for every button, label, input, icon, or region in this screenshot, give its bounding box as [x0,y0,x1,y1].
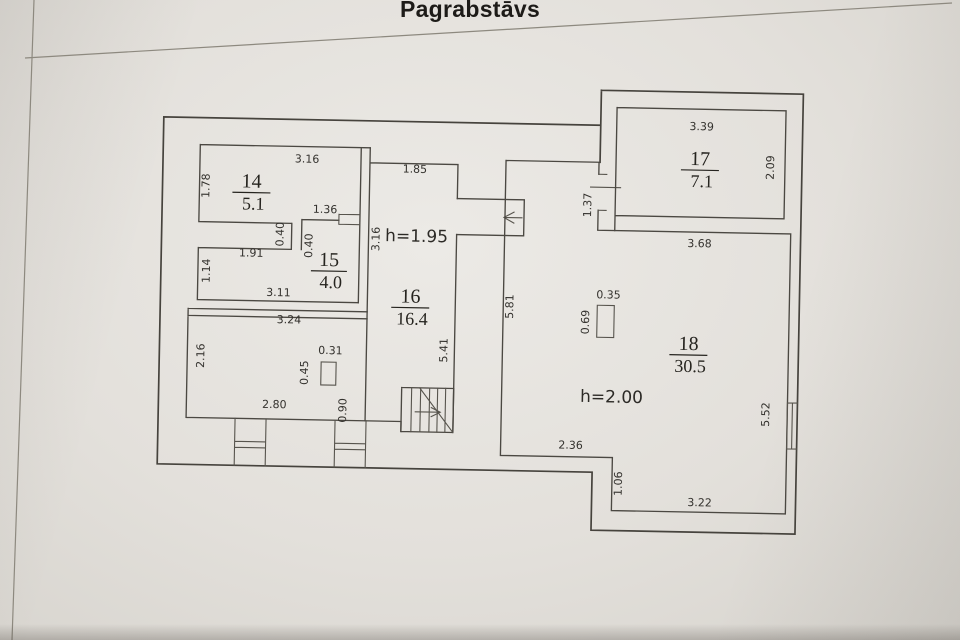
dim-room14-depth: 1.78 [199,173,212,198]
staircase-treads [410,387,454,434]
room16-height: h=1.95 [385,226,448,247]
dim-utility-bottom: 2.80 [262,398,287,411]
room-labels: 14 5.1 15 4.0 h=1.95 16 16.4 17 7.1 18 3… [232,148,719,408]
room17-area: 7.1 [690,171,713,191]
room18-walls [499,159,792,515]
room18-area: 30.5 [674,356,706,377]
dim-room14-jog-a: 0.40 [273,222,286,247]
dim-room16-width: 1.85 [403,162,428,175]
dim-room14-width: 3.16 [295,152,320,165]
floorplan-drawing: 14 5.1 15 4.0 h=1.95 16 16.4 17 7.1 18 3… [156,89,805,535]
utility-walls [185,307,402,433]
dim-pillar2-width: 0.35 [596,288,621,301]
room16-area: 16.4 [396,308,428,329]
dim-pillar1-width: 0.31 [318,344,343,357]
room17-number: 17 [690,148,710,170]
dimension-labels: 3.16 1.78 1.36 0.40 0.40 1.91 1.14 3.11 … [194,120,777,509]
dim-room14-door: 1.36 [313,203,338,216]
dim-room18-step-b: 1.06 [612,471,625,496]
dim-room18-top: 3.68 [687,237,712,250]
dim-room17-depth: 2.09 [764,155,777,180]
dim-utility-depth: 2.16 [194,343,207,368]
dim-room18-right: 5.52 [759,402,772,427]
dim-room18-bottom: 3.22 [687,496,712,509]
room14-fraction-line [232,191,271,194]
dim-room16-right: 5.41 [437,338,450,363]
dim-room18-step-a: 2.36 [558,439,583,452]
room18-pillar [596,304,615,339]
dim-room17-door: 1.37 [581,193,594,218]
stair-direction-arrow-icon [414,406,442,418]
room15-area: 4.0 [319,272,342,292]
room16-fraction-line [391,306,430,309]
utility-pillar [320,361,337,386]
dim-room15-depth: 1.14 [200,258,213,283]
dim-corridor-wall: 5.81 [503,294,516,319]
room18-fraction-line [669,354,708,356]
room17-walls [614,106,787,232]
room17-fraction-line [680,169,719,172]
room16-number: 16 [400,285,420,307]
page-frame-left-line [11,0,35,640]
page-frame-top-line [24,2,953,59]
dim-pillar2-height: 0.69 [579,310,592,335]
dim-window-well: 0.90 [336,398,349,423]
dim-room14-jog-b: 0.40 [302,233,315,258]
room15-door-panel [338,213,361,226]
dim-utility-top: 3.24 [277,313,302,326]
room15-number: 15 [319,249,339,271]
page-title: Pagrabstāvs [399,0,541,22]
room15-fraction-line [310,270,347,273]
room18-window [786,402,799,450]
room15-walls [196,218,359,304]
dim-room17-width: 3.39 [689,120,714,133]
dim-room16-left: 3.16 [369,227,382,252]
room14-number: 14 [241,170,261,192]
room18-height: h=2.00 [580,387,643,408]
page-frame [11,0,953,640]
room18-number: 18 [678,333,698,355]
room16-walls [364,147,459,434]
dim-room15-top: 1.91 [239,246,264,259]
outer-walls [156,89,805,535]
room14-area: 5.1 [242,193,265,213]
entrance-vestibule [455,197,526,237]
window-well-2 [333,419,367,469]
window-well-1 [233,417,267,467]
dim-pillar1-height: 0.45 [298,360,311,385]
staircase [400,386,455,434]
dim-room15-width: 3.11 [266,286,291,299]
entrance-door-arrow-icon [502,211,523,224]
